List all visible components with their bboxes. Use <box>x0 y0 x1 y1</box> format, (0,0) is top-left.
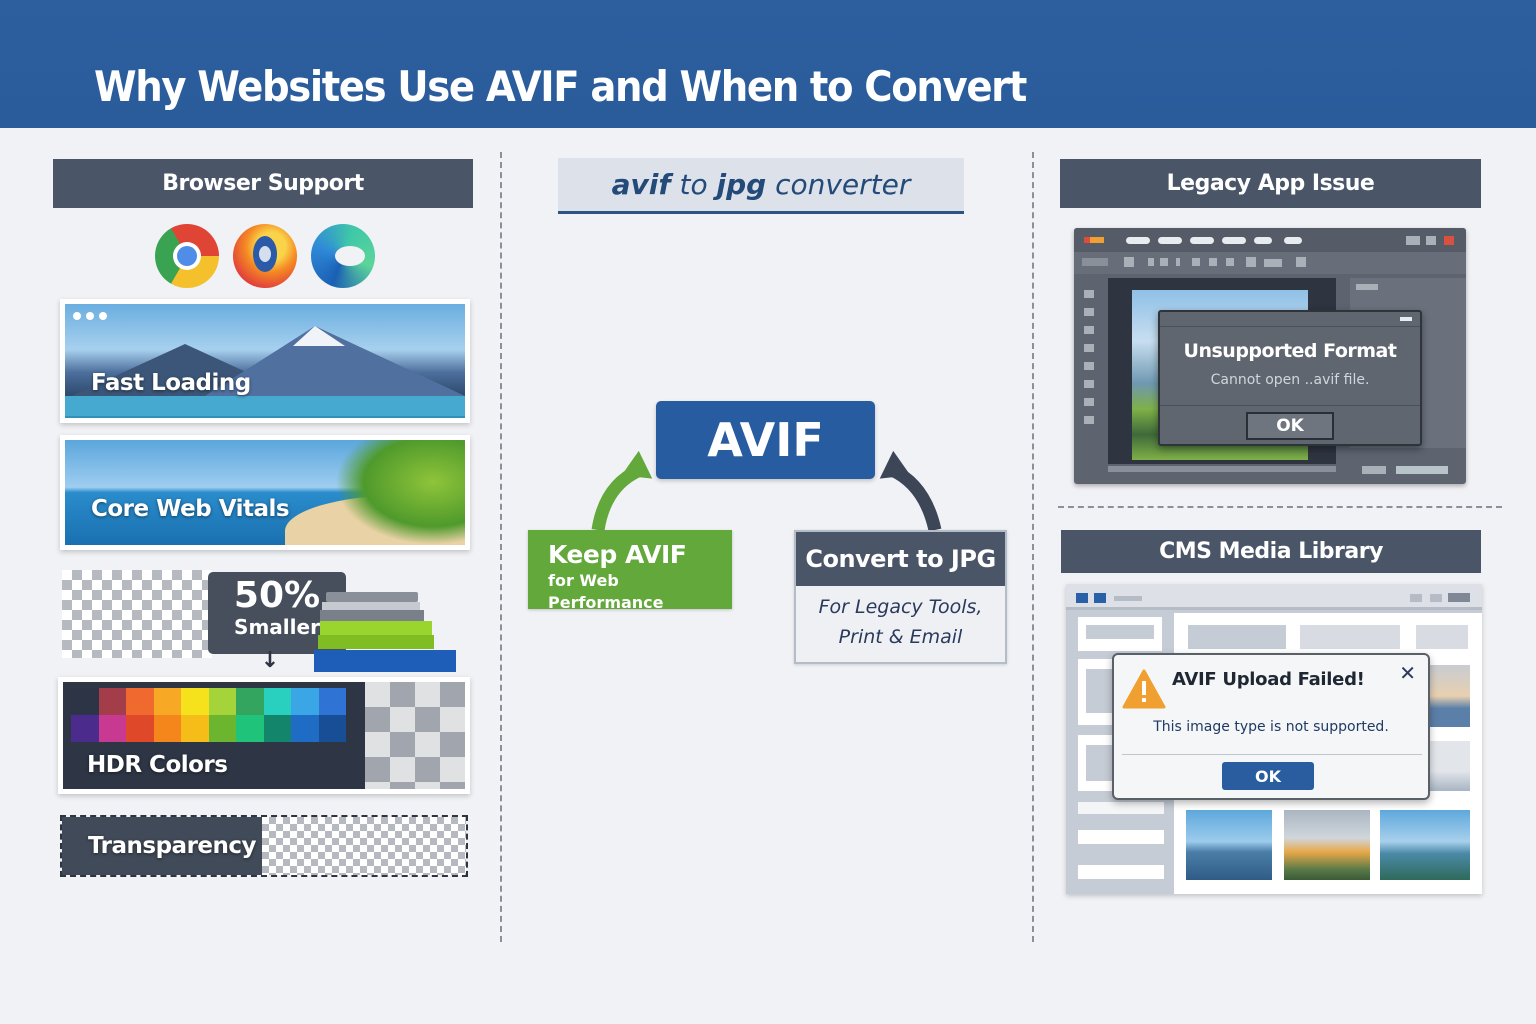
palette-swatch <box>71 688 99 715</box>
cms-ok-button[interactable]: OK <box>1222 762 1314 790</box>
menu-item[interactable] <box>1126 237 1150 244</box>
transparency-label: Transparency <box>88 833 257 859</box>
converter-title: avif to jpg converter <box>558 158 964 214</box>
hdr-colors-card: HDR Colors <box>58 677 470 794</box>
keep-avif-node: Keep AVIF for Web Performance <box>528 530 732 612</box>
size-badge: 50% Smaller <box>208 572 346 654</box>
hdr-checker <box>365 682 465 789</box>
avif-node: AVIF <box>656 401 875 479</box>
media-thumbnail[interactable] <box>1284 810 1370 880</box>
media-thumbnail[interactable] <box>1380 810 1470 880</box>
converter-title-converter: converter <box>766 168 911 201</box>
snow-cap <box>293 326 345 346</box>
hdr-color-palette <box>71 688 346 742</box>
scrollbar[interactable] <box>1108 466 1336 472</box>
green-arrow-icon <box>591 464 643 532</box>
fast-loading-label: Fast Loading <box>91 370 251 396</box>
palette-swatch <box>291 715 319 742</box>
menu-item[interactable] <box>1222 237 1246 244</box>
palette-swatch <box>208 715 236 742</box>
window-dots <box>73 312 107 320</box>
fast-loading-card: Fast Loading <box>60 299 470 423</box>
palette-swatch <box>153 688 181 715</box>
transparency-card: Transparency <box>60 815 468 877</box>
core-web-vitals-label: Core Web Vitals <box>91 496 290 522</box>
app-toolbar <box>1074 252 1466 274</box>
palette-swatch <box>318 688 346 715</box>
firefox-icon <box>233 224 297 288</box>
menu-item[interactable] <box>1190 237 1214 244</box>
palette-swatch <box>181 715 209 742</box>
palette-swatch <box>263 715 291 742</box>
close-button[interactable] <box>1444 236 1454 245</box>
edge-icon <box>311 224 375 288</box>
cms-topbar <box>1066 584 1482 610</box>
transparency-checker <box>62 570 212 658</box>
palette-swatch <box>208 688 236 715</box>
palette-swatch <box>98 688 126 715</box>
convert-line-2: Print & Email <box>838 626 963 648</box>
core-web-vitals-card: Core Web Vitals <box>60 435 470 550</box>
converter-title-to: to <box>670 168 717 201</box>
media-thumbnail[interactable] <box>1186 810 1272 880</box>
palette-swatch <box>126 715 154 742</box>
convert-title: Convert to JPG <box>796 532 1005 586</box>
menu-item[interactable] <box>1254 237 1272 244</box>
warning-icon <box>1122 669 1166 709</box>
convert-to-jpg-node: Convert to JPG For Legacy Tools, Print &… <box>794 530 1007 664</box>
browser-support-title: Browser Support <box>53 159 473 208</box>
keep-avif-subtitle: for Web Performance <box>548 571 664 612</box>
palette-swatch <box>153 715 181 742</box>
page-header: Why Websites Use AVIF and When to Conver… <box>0 0 1536 128</box>
cms-media-library-title: CMS Media Library <box>1061 530 1481 573</box>
down-arrow-icon: ↓ <box>260 648 280 673</box>
converter-title-jpg: jpg <box>716 168 767 201</box>
column-divider-left <box>500 152 502 942</box>
avif-upload-failed-dialog: AVIF Upload Failed! ✕ This image type is… <box>1112 653 1430 800</box>
cms-nav-icon[interactable] <box>1094 593 1106 603</box>
dialog-title: Unsupported Format <box>1183 340 1397 362</box>
keep-avif-title: Keep AVIF <box>548 540 687 569</box>
menu-item[interactable] <box>1158 237 1182 244</box>
column-divider-right <box>1032 152 1034 942</box>
palm-trees <box>335 440 465 545</box>
menu-item[interactable] <box>1284 237 1302 244</box>
page-title: Why Websites Use AVIF and When to Conver… <box>94 62 1027 111</box>
legacy-app-issue-title: Legacy App Issue <box>1060 159 1481 208</box>
dark-arrow-icon <box>889 464 942 532</box>
size-badge-value: 50% <box>233 575 321 616</box>
hdr-colors-label: HDR Colors <box>87 752 228 778</box>
converter-title-avif: avif <box>611 168 671 201</box>
file-stack-icon <box>314 586 456 672</box>
palette-swatch <box>181 688 209 715</box>
close-icon[interactable]: ✕ <box>1399 661 1416 685</box>
cms-dialog-title: AVIF Upload Failed! <box>1172 669 1365 690</box>
palette-swatch <box>318 715 346 742</box>
palette-swatch <box>291 688 319 715</box>
dialog-message: Cannot open ..avif file. <box>1210 372 1370 388</box>
maximize-button[interactable] <box>1426 236 1436 245</box>
palette-swatch <box>236 715 264 742</box>
palette-swatch <box>98 715 126 742</box>
cms-nav-icon[interactable] <box>1076 593 1088 603</box>
palette-swatch <box>263 688 291 715</box>
lake <box>65 396 465 416</box>
convert-line-1: For Legacy Tools, <box>818 596 983 618</box>
unsupported-format-dialog: Unsupported Format Cannot open ..avif fi… <box>1158 310 1422 446</box>
tool-palette <box>1074 276 1108 456</box>
palette-swatch <box>126 688 154 715</box>
cms-dialog-message: This image type is not supported. <box>1153 719 1389 735</box>
legacy-ok-button[interactable]: OK <box>1246 412 1334 440</box>
palette-swatch <box>71 715 99 742</box>
chrome-icon <box>155 224 219 288</box>
minimize-button[interactable] <box>1406 236 1420 245</box>
dialog-minimize-icon[interactable] <box>1400 317 1412 321</box>
palette-swatch <box>236 688 264 715</box>
size-badge-label: Smaller <box>234 615 320 639</box>
right-section-divider <box>1058 506 1502 508</box>
